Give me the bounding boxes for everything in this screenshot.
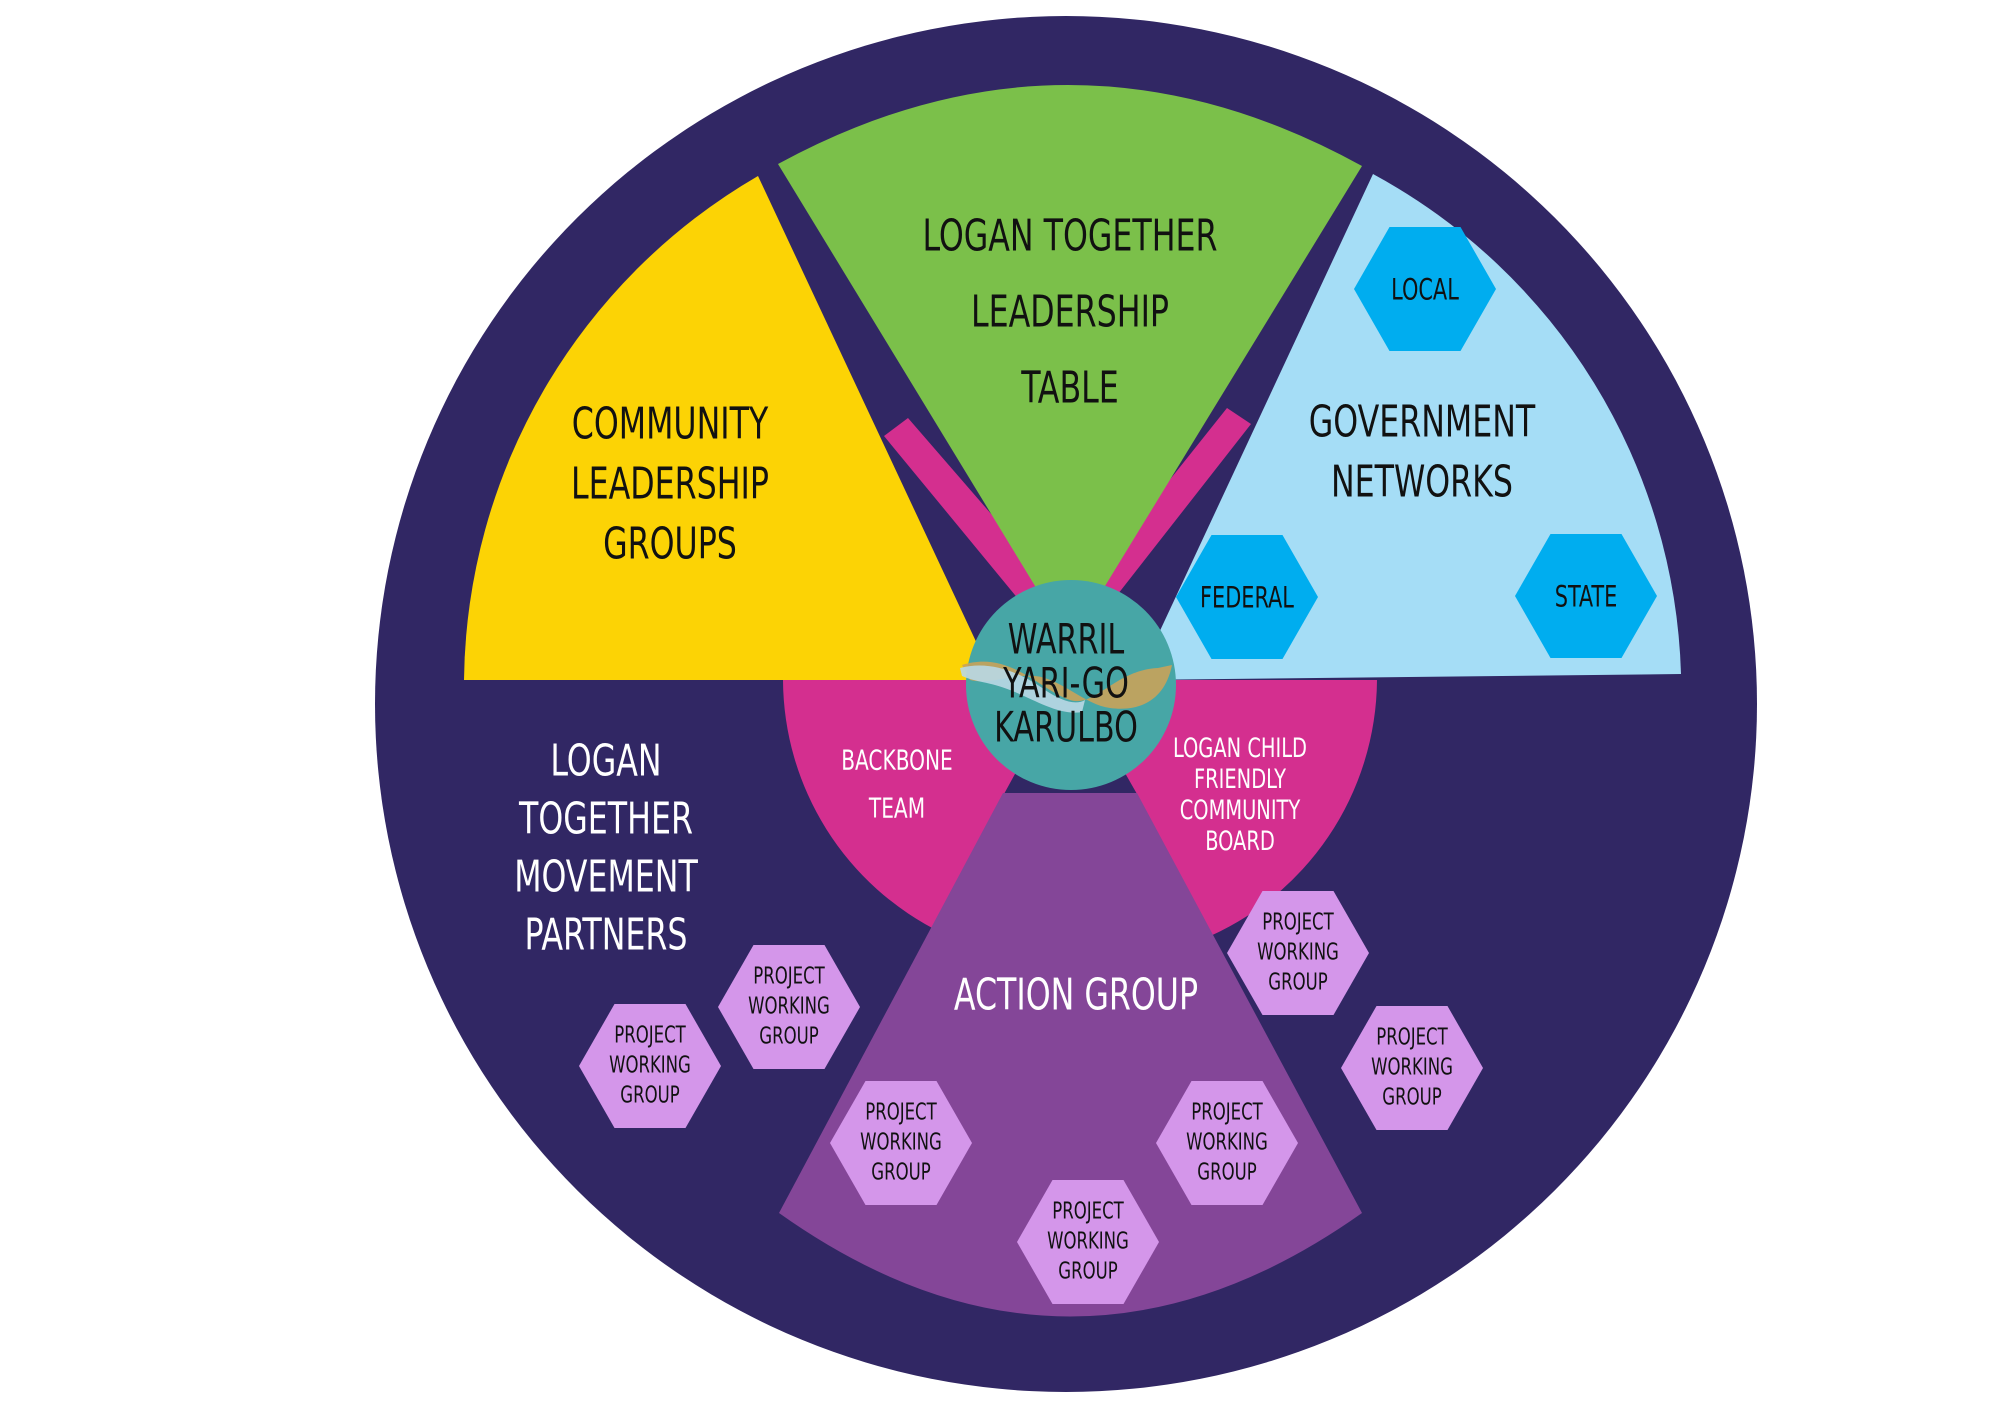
project-working-group-label-line: PROJECT <box>865 1099 937 1126</box>
government-hex-label-line: FEDERAL <box>1200 582 1295 615</box>
government-networks-label: GOVERNMENT NETWORKS <box>1309 397 1536 508</box>
government-hex <box>1176 535 1318 659</box>
movement-partners-label-line: MOVEMENT <box>514 852 699 903</box>
government-networks-label-line: NETWORKS <box>1331 457 1513 508</box>
backbone-team-label-line: BACKBONE <box>841 743 953 776</box>
project-working-group-label: PROJECT WORKING GROUP <box>1186 1099 1268 1186</box>
center-label-line: YARI-GO <box>1002 659 1129 708</box>
project-working-group-label-line: GROUP <box>620 1082 679 1109</box>
project-working-group-hex <box>830 1081 972 1205</box>
community-leadership-segment <box>464 176 994 680</box>
project-working-group-label-line: WORKING <box>1186 1129 1268 1156</box>
project-working-group-label-line: PROJECT <box>614 1022 686 1049</box>
project-working-group-label-line: GROUP <box>1058 1258 1117 1285</box>
project-working-group-label-line: GROUP <box>1197 1159 1256 1186</box>
project-working-group-label-line: GROUP <box>759 1023 818 1050</box>
center-circle <box>966 580 1176 790</box>
project-working-group-label-line: PROJECT <box>1191 1099 1263 1126</box>
government-hex-label-line: STATE <box>1555 581 1618 614</box>
leadership-table-label-line: LEADERSHIP <box>971 287 1169 338</box>
project-working-group-label: PROJECT WORKING GROUP <box>860 1099 942 1186</box>
center-label-line: WARRIL <box>1008 615 1124 664</box>
center-label-line: KARULBO <box>994 703 1138 752</box>
project-working-group-hex <box>1341 1006 1483 1130</box>
project-working-group-label: PROJECT WORKING GROUP <box>748 963 830 1050</box>
project-working-group-hex <box>1156 1081 1298 1205</box>
project-working-group-label: PROJECT WORKING GROUP <box>609 1022 691 1109</box>
government-hex-label-line: LOCAL <box>1391 274 1459 307</box>
project-working-group-label-line: WORKING <box>1371 1054 1453 1081</box>
magenta-spoke <box>884 408 1251 640</box>
child-friendly-board-label-line: LOGAN CHILD <box>1173 732 1307 764</box>
project-working-group-hex <box>1017 1180 1159 1304</box>
leadership-table-label-line: TABLE <box>1020 363 1118 414</box>
leadership-table-label-line: LOGAN TOGETHER <box>922 211 1217 262</box>
government-hex <box>1515 534 1657 658</box>
backbone-team-label: BACKBONE TEAM <box>841 743 953 824</box>
project-working-group-label-line: PROJECT <box>1376 1024 1448 1051</box>
government-hex-label: FEDERAL <box>1200 582 1295 615</box>
backbone-team-label-line: TEAM <box>868 791 925 824</box>
project-working-group-label-line: PROJECT <box>1052 1198 1124 1225</box>
community-leadership-label-line: LEADERSHIP <box>571 459 769 510</box>
government-hex-label: LOCAL <box>1391 274 1459 307</box>
child-friendly-board-label-line: BOARD <box>1205 825 1275 857</box>
child-friendly-board-label-line: FRIENDLY <box>1194 763 1286 795</box>
government-networks-label-line: GOVERNMENT <box>1309 397 1536 448</box>
government-hex <box>1354 227 1496 351</box>
project-working-group-label-line: WORKING <box>860 1129 942 1156</box>
community-leadership-label: COMMUNITY LEADERSHIP GROUPS <box>571 399 769 570</box>
action-group-label: ACTION GROUP <box>954 970 1198 1021</box>
movement-partners-label: LOGAN TOGETHER MOVEMENT PARTNERS <box>514 736 699 961</box>
movement-partners-label-line: PARTNERS <box>524 910 687 961</box>
project-working-group-hex <box>718 945 860 1069</box>
project-working-group-label: PROJECT WORKING GROUP <box>1371 1024 1453 1111</box>
leadership-table-label: LOGAN TOGETHER LEADERSHIP TABLE <box>922 211 1217 414</box>
project-working-group-label-line: WORKING <box>609 1052 691 1079</box>
project-working-group-hex <box>579 1004 721 1128</box>
project-working-group-hex <box>1227 891 1369 1015</box>
project-working-group-label-line: WORKING <box>1257 939 1339 966</box>
project-working-group-label-line: PROJECT <box>1262 909 1334 936</box>
project-working-group-label-line: WORKING <box>748 993 830 1020</box>
child-friendly-board-label-line: COMMUNITY <box>1180 794 1301 826</box>
project-working-group-label-line: WORKING <box>1047 1228 1129 1255</box>
government-hex-label: STATE <box>1555 581 1618 614</box>
leadership-table-segment <box>778 84 1362 604</box>
community-leadership-label-line: GROUPS <box>603 519 737 570</box>
project-working-group-label: PROJECT WORKING GROUP <box>1047 1198 1129 1285</box>
movement-partners-label-line: TOGETHER <box>518 794 693 845</box>
snake-artwork-light <box>960 665 1085 713</box>
project-working-group-label-line: GROUP <box>1268 969 1327 996</box>
project-working-group-label-line: PROJECT <box>753 963 825 990</box>
action-group-label-line: ACTION GROUP <box>954 970 1198 1021</box>
project-working-group-label-line: GROUP <box>871 1159 930 1186</box>
movement-partners-label-line: LOGAN <box>550 736 661 787</box>
magenta-lower-ring <box>783 675 1377 940</box>
project-working-group-label-line: GROUP <box>1382 1084 1441 1111</box>
project-working-group-label: PROJECT WORKING GROUP <box>1257 909 1339 996</box>
community-leadership-label-line: COMMUNITY <box>572 399 769 450</box>
